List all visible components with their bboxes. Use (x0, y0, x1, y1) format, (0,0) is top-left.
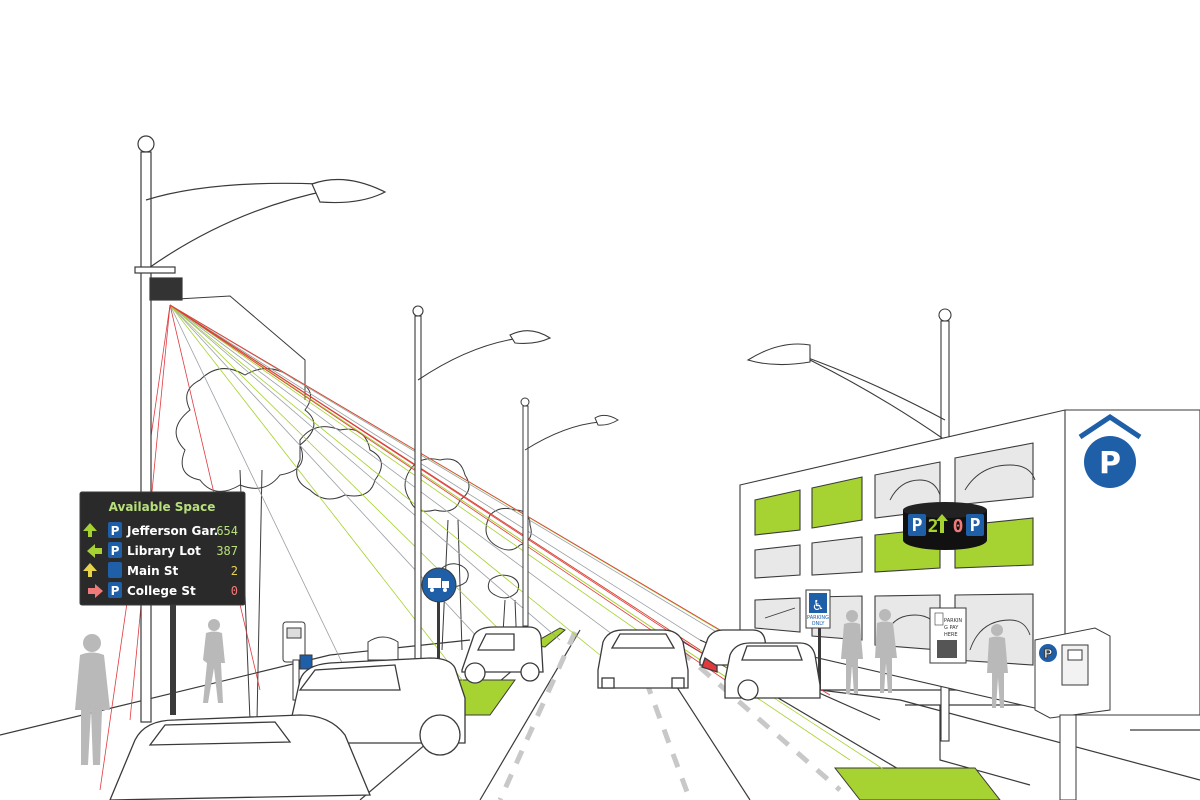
car-parked-right-near (724, 642, 821, 701)
car-parked-front (109, 714, 371, 800)
wheelchair-icon: ♿ (812, 598, 825, 614)
background-building (159, 295, 306, 400)
ev-charging-parking-icon (108, 562, 122, 578)
accessible-sign-line2: ONLY (812, 621, 826, 627)
pay-sign-line2: G PAY (944, 625, 959, 631)
parking-icon (108, 522, 122, 538)
row-icon-label: P (111, 584, 120, 598)
street-lamp-main (134, 135, 387, 723)
cars (109, 626, 821, 800)
availability-row: Main St 2 (83, 562, 238, 578)
qr-code-icon (937, 640, 957, 658)
phone-icon (934, 612, 944, 626)
ring-availability-sign: P 2 0 P (903, 502, 987, 550)
up-arrow-icon (936, 514, 948, 533)
availability-sign-title: Available Space (109, 500, 216, 514)
row-space-count: 387 (216, 544, 238, 558)
availability-row: P College St 0 (88, 582, 238, 598)
ring-count-left: 2 (928, 516, 939, 537)
row-location-name: Main St (127, 564, 179, 578)
row-space-count: 2 (231, 564, 238, 578)
pedestrians (75, 609, 1008, 765)
row-icon-label: P (111, 544, 120, 558)
car-parked-near (289, 657, 466, 756)
sensor-camera-icon (149, 277, 183, 301)
arrow-right-icon (88, 584, 103, 598)
pay-sign-line1: PARKIN (944, 618, 962, 624)
kiosk-parking-label: P (1044, 647, 1053, 661)
loading-zone-sign (421, 567, 457, 668)
arrow-up-icon (83, 563, 97, 577)
person-right-group (841, 609, 1008, 708)
garage-parking-sign: P (1078, 413, 1142, 488)
accessible-parking-sign: ♿ PARKING ONLY (805, 589, 831, 690)
availability-row: P Jefferson Gar.654 (83, 522, 238, 538)
ring-parking-label-right: P (970, 515, 981, 536)
parking-icon (108, 582, 122, 598)
pay-here-sign: PARKIN G PAY HERE (929, 607, 967, 664)
arrow-left-icon (87, 544, 102, 558)
row-location-name: College St (127, 584, 196, 598)
availability-row: P Library Lot 387 (87, 542, 238, 558)
person-left-walking (203, 619, 225, 703)
arrow-up-icon (83, 523, 97, 537)
person-left-woman (75, 634, 110, 765)
ring-count-right: 0 (953, 516, 964, 537)
row-space-count: 654 (216, 524, 238, 538)
row-location-name: Jefferson Gar. (126, 524, 218, 538)
ev-charging-station (282, 621, 313, 701)
parking-icon (108, 542, 122, 558)
pay-station-kiosk: P (1034, 627, 1111, 800)
street-lamp-far (520, 397, 619, 627)
ring-parking-label-left: P (912, 515, 923, 536)
pay-sign-line3: HERE (944, 632, 958, 638)
row-location-name: Library Lot (127, 544, 201, 558)
row-icon-label: P (111, 524, 120, 538)
car-parked-left-middle (461, 626, 544, 684)
accessible-sign-line1: PARKING (807, 615, 829, 621)
garage-parking-label: P (1099, 446, 1121, 481)
car-oncoming (597, 629, 689, 689)
row-space-count: 0 (231, 584, 238, 598)
truck-icon (428, 578, 449, 592)
trash-bin (367, 636, 399, 661)
